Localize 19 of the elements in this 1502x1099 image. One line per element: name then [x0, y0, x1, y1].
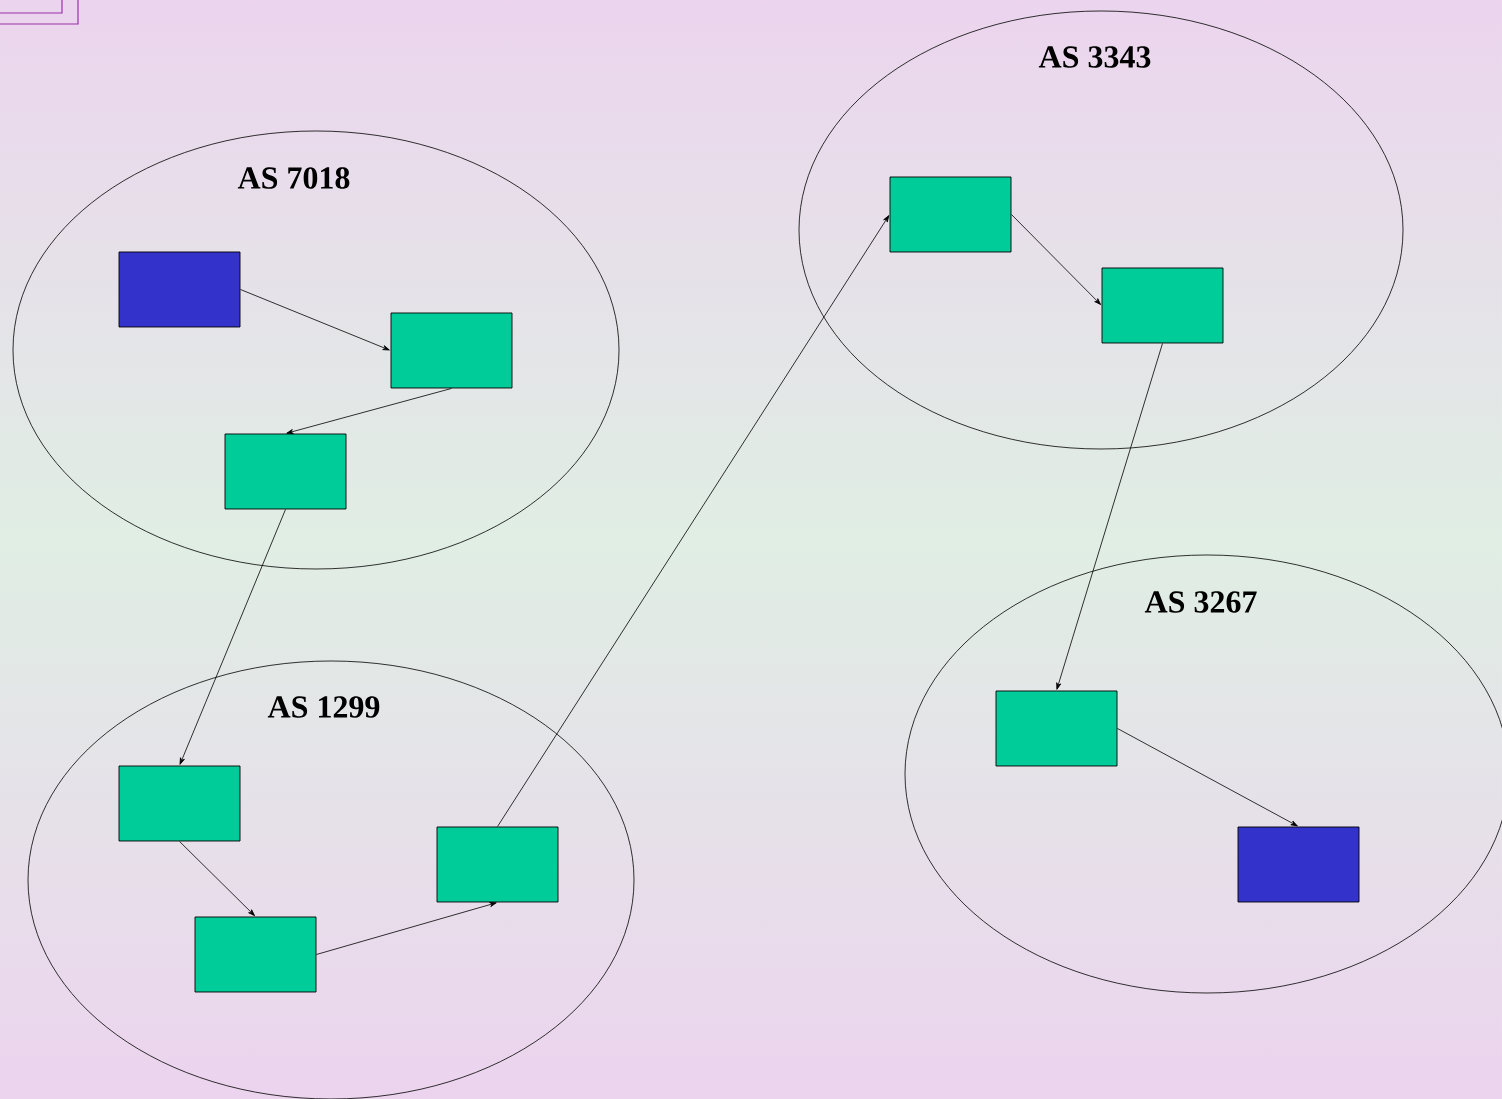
- arrow: [240, 289, 390, 351]
- router-box: [1237, 826, 1360, 903]
- arrow: [316, 902, 497, 955]
- router-box: [194, 916, 317, 993]
- arrow: [1117, 728, 1298, 827]
- router-box: [1101, 267, 1224, 344]
- arrow: [1011, 214, 1102, 305]
- router-box: [995, 690, 1118, 767]
- arrow: [286, 388, 452, 434]
- arrow: [179, 841, 255, 917]
- router-box: [889, 176, 1012, 253]
- arrow: [179, 509, 286, 765]
- router-box: [390, 312, 513, 389]
- router-box: [118, 251, 241, 328]
- router-box: [224, 433, 347, 510]
- router-box: [118, 765, 241, 842]
- arrow: [1056, 343, 1163, 690]
- router-box: [436, 826, 559, 903]
- arrow: [497, 215, 890, 827]
